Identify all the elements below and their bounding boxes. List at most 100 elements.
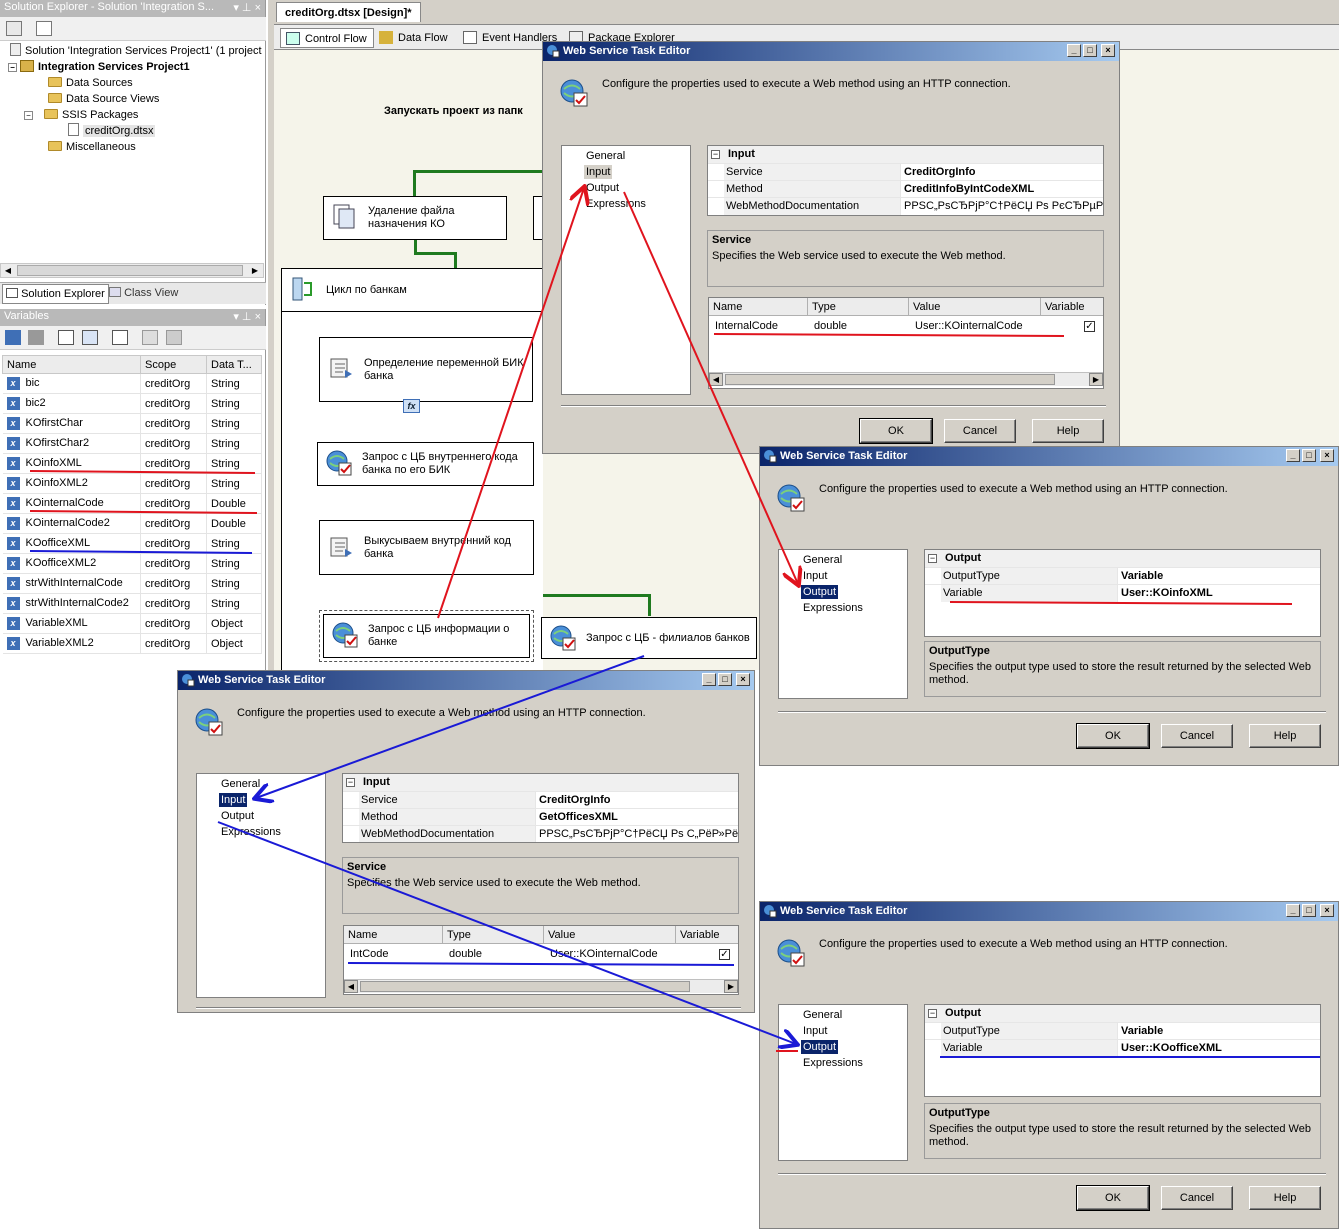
variable-scope-cell[interactable]: creditOrg [140, 413, 207, 434]
properties-icon[interactable] [6, 21, 22, 36]
scroll-left-icon[interactable]: ◀ [344, 980, 358, 993]
variable-type-cell[interactable]: String [206, 533, 262, 554]
scroll-thumb[interactable] [725, 374, 1055, 385]
column-type[interactable]: Type [808, 298, 909, 316]
tree-item-project[interactable]: −Integration Services Project1 [8, 59, 190, 75]
nav-expressions[interactable]: Expressions [221, 826, 281, 838]
document-tab[interactable]: creditOrg.dtsx [Design]* [276, 2, 421, 22]
scroll-thumb[interactable] [17, 265, 243, 276]
column-variable[interactable]: Variable [676, 926, 738, 944]
nav-expressions[interactable]: Expressions [803, 602, 863, 614]
task-extract-internal-code[interactable]: Выкусываем внутренний код банка [319, 520, 534, 575]
variable-scope-cell[interactable]: creditOrg [140, 533, 207, 554]
variable-scope-cell[interactable]: creditOrg [140, 633, 207, 654]
help-button[interactable]: Help [1249, 1186, 1321, 1210]
minimize-button[interactable]: _ [1286, 904, 1300, 917]
scroll-right-icon[interactable]: ▶ [251, 266, 259, 275]
column-name[interactable]: Name [709, 298, 808, 316]
nav-expressions[interactable]: Expressions [586, 198, 646, 210]
variable-scope-cell[interactable]: creditOrg [140, 513, 207, 534]
variable-type-cell[interactable]: String [206, 473, 262, 494]
tree-item-solution[interactable]: Solution 'Integration Services Project1'… [10, 43, 262, 59]
cancel-button[interactable]: Cancel [1161, 724, 1233, 748]
maximize-button[interactable]: □ [718, 673, 732, 686]
nav-input[interactable]: Input [584, 165, 613, 179]
nav-general[interactable]: General [803, 554, 843, 566]
variable-type-cell[interactable]: String [206, 453, 262, 474]
delete-variable-icon[interactable] [28, 330, 44, 345]
nav-output[interactable]: Output [221, 810, 255, 822]
param-value-cell[interactable]: User::KOinternalCode [550, 948, 658, 960]
column-value[interactable]: Value [909, 298, 1041, 316]
fx-expression-icon[interactable]: fx [403, 399, 420, 413]
tab-class-view[interactable]: Class View [106, 285, 181, 303]
collapse-icon[interactable]: − [928, 1008, 937, 1018]
param-variable-checkbox[interactable]: ✓ [719, 949, 730, 960]
ok-button[interactable]: OK [1076, 723, 1150, 749]
column-type[interactable]: Type [443, 926, 544, 944]
param-type-cell[interactable]: double [449, 948, 483, 960]
nav-expressions[interactable]: Expressions [803, 1057, 863, 1069]
task-foreach-loop[interactable]: Цикл по банкам [281, 268, 543, 312]
help-button[interactable]: Help [1249, 724, 1321, 748]
horizontal-scrollbar[interactable]: ◀ ▶ [344, 979, 738, 993]
collapse-icon[interactable]: − [8, 63, 17, 72]
param-value-cell[interactable]: User::KOinternalCode [915, 320, 1023, 332]
dialog-title-bar[interactable]: Web Service Task Editor _ □ × [543, 42, 1119, 61]
nav-output[interactable]: Output [801, 1040, 839, 1054]
close-button[interactable]: × [1101, 44, 1115, 57]
variable-type-cell[interactable]: String [206, 553, 262, 574]
scroll-left-icon[interactable]: ◀ [4, 266, 12, 275]
column-name[interactable]: Name [2, 355, 141, 374]
scroll-thumb[interactable] [360, 981, 690, 992]
task-define-bik[interactable]: Определение переменной БИК банка [319, 337, 533, 402]
variable-type-cell[interactable]: Object [206, 613, 262, 634]
variable-type-cell[interactable]: Double [206, 493, 262, 514]
dialog-title-bar[interactable]: Web Service Task Editor _ □ × [178, 671, 754, 690]
column-variable[interactable]: Variable [1041, 298, 1103, 316]
nav-general[interactable]: General [803, 1009, 843, 1021]
task-request-internal-code[interactable]: Запрос с ЦБ внутреннего кода банка по ег… [317, 442, 534, 486]
refresh-icon[interactable] [166, 330, 182, 345]
maximize-button[interactable]: □ [1302, 449, 1316, 462]
show-system-variables-icon[interactable] [58, 330, 74, 345]
scroll-right-icon[interactable]: ▶ [1089, 373, 1103, 386]
variable-scope-cell[interactable]: creditOrg [140, 553, 207, 574]
choose-columns-icon[interactable] [112, 330, 128, 345]
ok-button[interactable]: OK [1076, 1185, 1150, 1211]
task-request-branches[interactable]: Запрос с ЦБ - филиалов банков [541, 617, 757, 659]
column-scope[interactable]: Scope [140, 355, 207, 374]
close-button[interactable]: × [736, 673, 750, 686]
tree-item-creditorg-package[interactable]: creditOrg.dtsx [68, 123, 156, 139]
nav-input[interactable]: Input [219, 793, 248, 807]
panel-pin-controls[interactable]: ▾ ⊥ × [233, 311, 261, 323]
ok-button[interactable]: OK [859, 418, 933, 444]
variable-type-cell[interactable]: String [206, 413, 262, 434]
scroll-right-icon[interactable]: ▶ [724, 980, 738, 993]
move-variable-icon[interactable] [142, 330, 158, 345]
add-variable-icon[interactable] [5, 330, 21, 345]
